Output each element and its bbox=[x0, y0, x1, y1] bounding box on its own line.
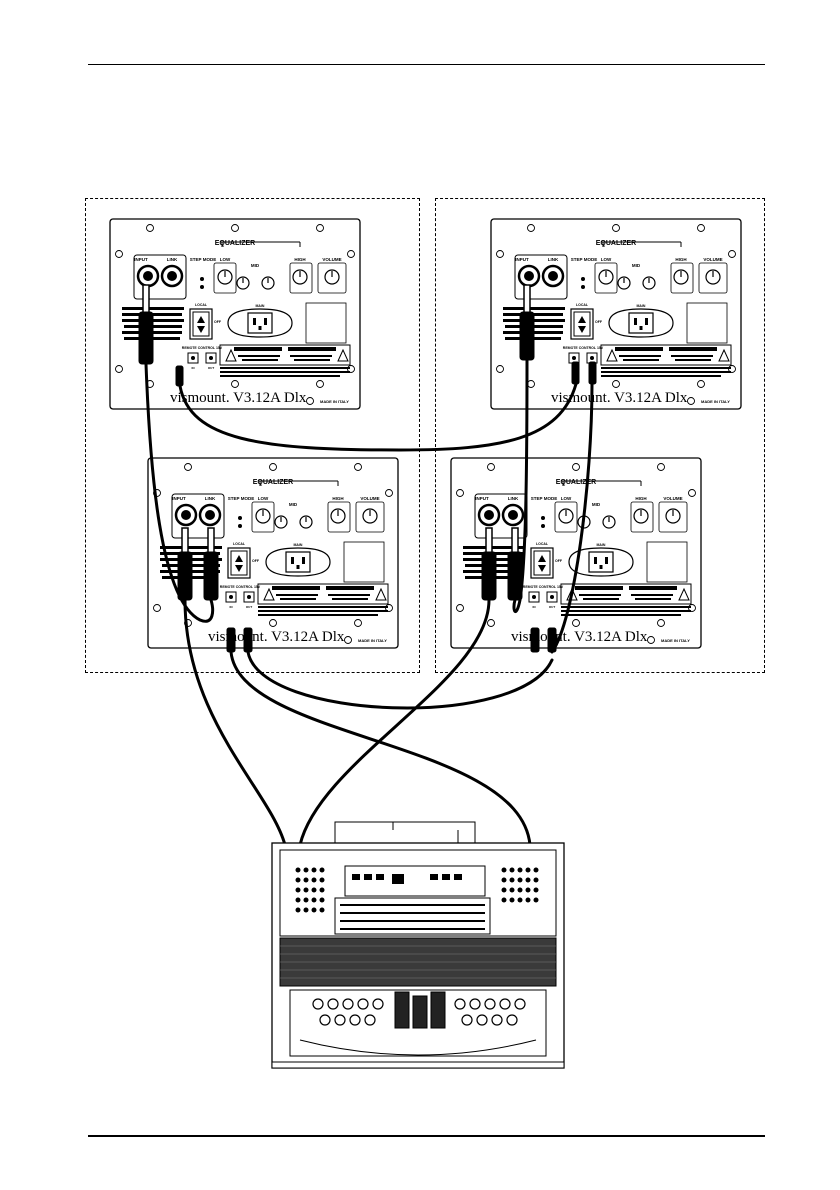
svg-text:LOCAL: LOCAL bbox=[233, 542, 246, 546]
svg-text:OUT: OUT bbox=[208, 366, 215, 370]
svg-text:MAIN: MAIN bbox=[294, 543, 303, 547]
svg-text:vismount. V3.12A Dlx: vismount. V3.12A Dlx bbox=[551, 390, 688, 406]
svg-text:MAIN: MAIN bbox=[256, 304, 265, 308]
svg-text:HIGH: HIGH bbox=[675, 257, 686, 262]
svg-text:MADE IN ITALY: MADE IN ITALY bbox=[358, 638, 387, 643]
svg-text:MID: MID bbox=[289, 502, 298, 507]
speaker-panel-top-left: EQUALIZER INPUT LINK STEP MODE LOW MID H… bbox=[108, 217, 362, 411]
svg-text:INPUT: INPUT bbox=[134, 257, 148, 262]
speaker-panel-top-right: EQUALIZER INPUT LINK STEP MODE LOW MID H… bbox=[489, 217, 743, 411]
svg-text:MAIN: MAIN bbox=[597, 543, 606, 547]
svg-text:EQUALIZER: EQUALIZER bbox=[253, 479, 293, 486]
svg-text:MADE IN ITALY: MADE IN ITALY bbox=[661, 638, 690, 643]
svg-text:VOLUME: VOLUME bbox=[360, 496, 379, 501]
svg-text:MAIN: MAIN bbox=[637, 304, 646, 308]
svg-text:vismount. V3.12A Dlx: vismount. V3.12A Dlx bbox=[170, 390, 307, 406]
svg-text:LOCAL: LOCAL bbox=[576, 303, 589, 307]
svg-text:EQUALIZER: EQUALIZER bbox=[215, 240, 255, 247]
svg-text:MID: MID bbox=[632, 263, 641, 268]
speaker-panel-bottom-left: EQUALIZER INPUT LINK STEP MODE LOW MID H… bbox=[146, 456, 400, 650]
svg-text:HIGH: HIGH bbox=[294, 257, 305, 262]
svg-text:LOW: LOW bbox=[561, 496, 572, 501]
svg-text:REMOTE CONTROL 15V: REMOTE CONTROL 15V bbox=[563, 346, 604, 350]
svg-text:MADE IN ITALY: MADE IN ITALY bbox=[701, 399, 730, 404]
svg-text:LINK: LINK bbox=[548, 257, 559, 262]
svg-text:REMOTE CONTROL 15V: REMOTE CONTROL 15V bbox=[523, 585, 564, 589]
svg-text:STEP MODE: STEP MODE bbox=[228, 496, 254, 501]
svg-text:HIGH: HIGH bbox=[635, 496, 646, 501]
svg-text:STEP MODE: STEP MODE bbox=[531, 496, 557, 501]
speaker-group-right bbox=[435, 198, 765, 673]
svg-text:EQUALIZER: EQUALIZER bbox=[596, 240, 636, 247]
svg-text:EQUALIZER: EQUALIZER bbox=[556, 479, 596, 486]
svg-text:OFF: OFF bbox=[595, 320, 603, 324]
svg-text:VOLUME: VOLUME bbox=[322, 257, 341, 262]
svg-text:LINK: LINK bbox=[205, 496, 216, 501]
svg-text:MID: MID bbox=[592, 502, 601, 507]
svg-text:LOW: LOW bbox=[601, 257, 612, 262]
svg-text:LOCAL: LOCAL bbox=[195, 303, 208, 307]
svg-text:OUT: OUT bbox=[549, 605, 556, 609]
speaker-panel-bottom-right: EQUALIZER INPUT LINK STEP MODE LOW MID H… bbox=[449, 456, 703, 650]
svg-text:VOLUME: VOLUME bbox=[663, 496, 682, 501]
plugs bbox=[138, 284, 597, 653]
svg-text:MID: MID bbox=[251, 263, 260, 268]
svg-text:INPUT: INPUT bbox=[515, 257, 529, 262]
svg-text:IN: IN bbox=[533, 605, 536, 609]
svg-text:HIGH: HIGH bbox=[332, 496, 343, 501]
svg-text:MADE IN ITALY: MADE IN ITALY bbox=[320, 399, 349, 404]
svg-text:LOCAL: LOCAL bbox=[536, 542, 549, 546]
svg-text:STEP MODE: STEP MODE bbox=[190, 257, 216, 262]
svg-text:STEP MODE: STEP MODE bbox=[571, 257, 597, 262]
svg-text:REMOTE CONTROL 15V: REMOTE CONTROL 15V bbox=[220, 585, 261, 589]
mixer bbox=[271, 821, 565, 1069]
svg-text:LINK: LINK bbox=[508, 496, 519, 501]
svg-text:VOLUME: VOLUME bbox=[703, 257, 722, 262]
svg-text:IN: IN bbox=[192, 366, 195, 370]
svg-text:IN: IN bbox=[230, 605, 233, 609]
svg-text:INPUT: INPUT bbox=[475, 496, 489, 501]
svg-text:vismount. V3.12A Dlx: vismount. V3.12A Dlx bbox=[511, 629, 648, 645]
svg-text:LOW: LOW bbox=[258, 496, 269, 501]
svg-text:REMOTE CONTROL 15V: REMOTE CONTROL 15V bbox=[182, 346, 223, 350]
svg-text:OUT: OUT bbox=[246, 605, 253, 609]
svg-text:INPUT: INPUT bbox=[172, 496, 186, 501]
svg-text:OFF: OFF bbox=[252, 559, 260, 563]
footer-rule bbox=[88, 1135, 765, 1137]
svg-text:LOW: LOW bbox=[220, 257, 231, 262]
speaker-group-left bbox=[85, 198, 420, 673]
svg-text:vismount. V3.12A Dlx: vismount. V3.12A Dlx bbox=[208, 629, 345, 645]
header-rule bbox=[88, 64, 765, 65]
svg-text:LINK: LINK bbox=[167, 257, 178, 262]
svg-text:OFF: OFF bbox=[555, 559, 563, 563]
cables bbox=[144, 358, 594, 847]
svg-text:OFF: OFF bbox=[214, 320, 222, 324]
